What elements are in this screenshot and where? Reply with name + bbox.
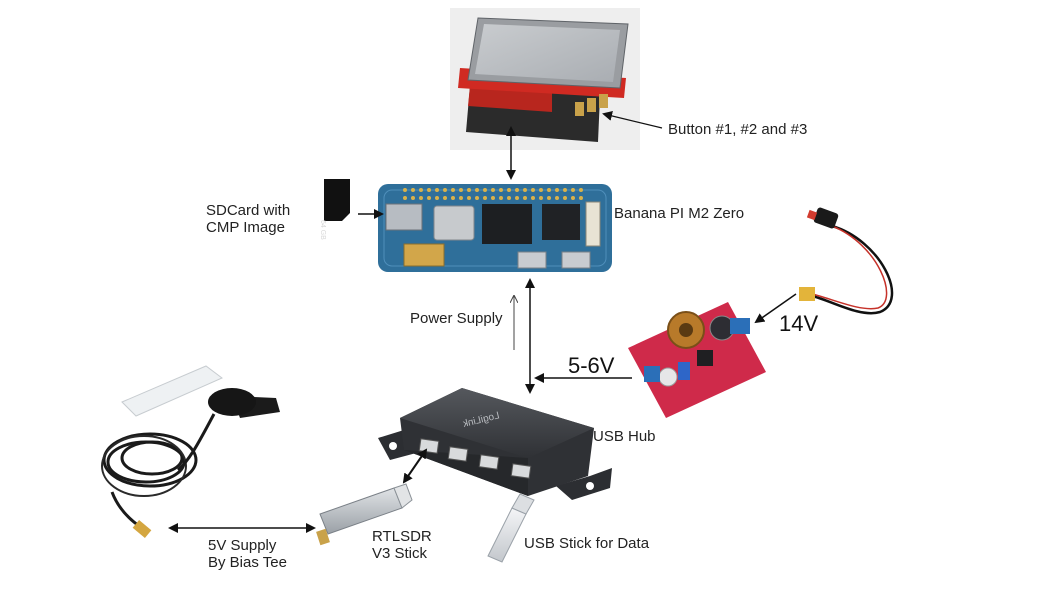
button-1: [575, 102, 584, 116]
label-power-supply: Power Supply: [410, 310, 503, 327]
sd-card-capacity: 64 GB: [319, 220, 326, 240]
label-sdcard-line2: CMP Image: [206, 219, 290, 236]
usb-hub: LogiLink: [378, 388, 612, 500]
xt60-connector: [799, 287, 815, 301]
label-buttons: Button #1, #2 and #3: [668, 121, 807, 138]
label-14v: 14V: [779, 312, 818, 336]
label-rtlsdr-line2: V3 Stick: [372, 545, 432, 562]
label-sdcard: SDCard with CMP Image: [206, 202, 290, 236]
antenna: [102, 366, 280, 538]
car-plug-cable: [799, 207, 892, 313]
tft-display: [450, 8, 640, 150]
button-2: [587, 98, 596, 112]
buck-converter: [628, 302, 766, 418]
banana-pi-board: [378, 184, 612, 272]
label-rtlsdr: RTLSDR V3 Stick: [372, 528, 432, 562]
label-board: Banana PI M2 Zero: [614, 205, 744, 222]
label-5-6v: 5-6V: [568, 354, 614, 378]
label-bias-tee-line2: By Bias Tee: [208, 554, 287, 571]
button-3: [599, 94, 608, 108]
label-bias-tee-line1: 5V Supply: [208, 537, 287, 554]
label-usb-stick: USB Stick for Data: [524, 535, 649, 552]
label-usb-hub: USB Hub: [593, 428, 656, 445]
label-rtlsdr-line1: RTLSDR: [372, 528, 432, 545]
sd-card: [324, 179, 350, 221]
label-sdcard-line1: SDCard with: [206, 202, 290, 219]
label-bias-tee: 5V Supply By Bias Tee: [208, 537, 287, 571]
